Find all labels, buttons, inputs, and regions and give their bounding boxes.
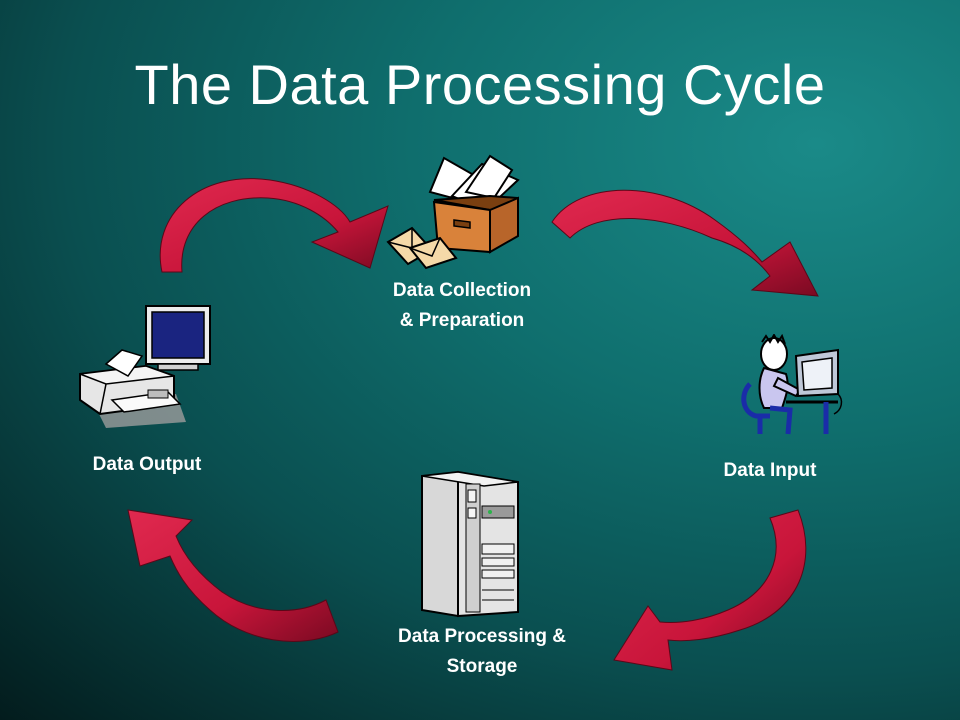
label-data-output-line1: Data Output	[92, 454, 202, 475]
label-data-processing-line1: Data Processing &	[398, 626, 566, 647]
label-data-input: Data Input	[690, 456, 850, 486]
arrow-output-to-collection	[159, 178, 389, 273]
label-data-processing: Data Processing & Storage	[362, 622, 602, 682]
label-data-output: Data Output	[62, 450, 232, 480]
label-data-input-line1: Data Input	[723, 460, 817, 481]
arrow-processing-to-output	[127, 509, 339, 642]
inbox-box-envelopes-icon	[386, 154, 520, 270]
label-data-collection-line2: & Preparation	[399, 310, 525, 331]
printer-monitor-icon	[79, 305, 211, 428]
label-data-processing-line2: Storage	[446, 656, 518, 677]
label-data-collection-line1: Data Collection	[392, 280, 532, 301]
arrow-input-to-processing	[613, 509, 807, 671]
server-tower-icon	[421, 470, 519, 618]
arrow-collection-to-input	[551, 189, 819, 297]
slide-title: The Data Processing Cycle	[134, 53, 826, 116]
label-data-collection: Data Collection & Preparation	[362, 276, 562, 336]
person-at-computer-icon	[741, 334, 843, 435]
